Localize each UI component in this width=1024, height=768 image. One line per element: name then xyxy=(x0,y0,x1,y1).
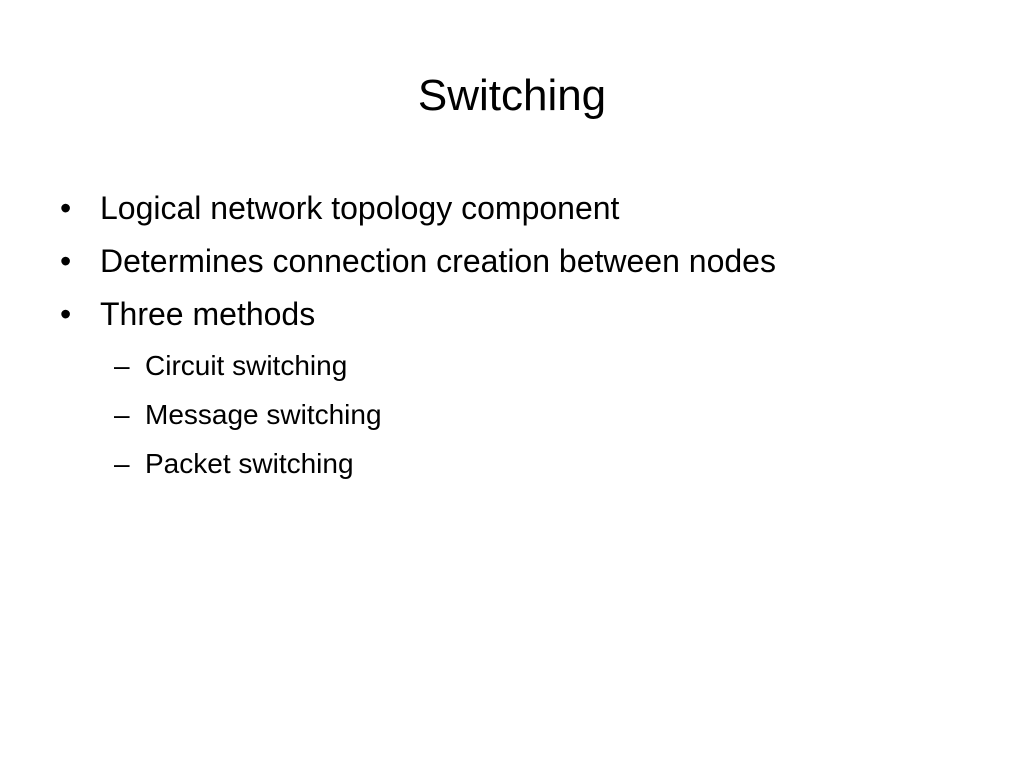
sub-bullet-marker: – xyxy=(114,399,130,430)
sub-bullet-text: Packet switching xyxy=(145,448,354,479)
sub-bullet-marker: – xyxy=(114,448,130,479)
sub-bullet-item: – Message switching xyxy=(114,390,978,439)
bullet-item: • Three methods xyxy=(58,288,978,341)
bullet-list: • Logical network topology component • D… xyxy=(58,182,978,488)
bullet-item: • Logical network topology component xyxy=(58,182,978,235)
bullet-text: Three methods xyxy=(100,296,316,332)
sub-bullet-text: Circuit switching xyxy=(145,350,348,381)
sub-bullet-marker: – xyxy=(114,350,130,381)
bullet-text: Logical network topology component xyxy=(100,190,620,226)
bullet-marker: • xyxy=(60,190,72,226)
bullet-item: • Determines connection creation between… xyxy=(58,235,978,288)
sub-bullet-item: – Circuit switching xyxy=(114,341,978,390)
bullet-marker: • xyxy=(60,296,72,332)
sub-bullet-item: – Packet switching xyxy=(114,439,978,488)
sub-bullet-text: Message switching xyxy=(145,399,382,430)
bullet-text: Determines connection creation between n… xyxy=(100,243,776,279)
bullet-marker: • xyxy=(60,243,72,279)
slide-title: Switching xyxy=(417,71,607,120)
